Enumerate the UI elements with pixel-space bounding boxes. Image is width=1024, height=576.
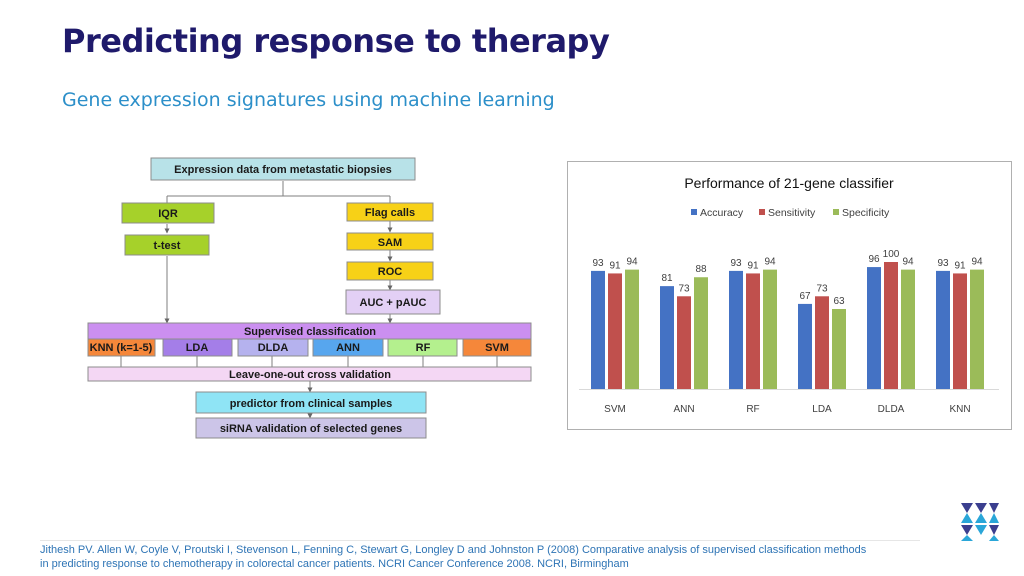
data-label-lda-sensitivity: 73 — [816, 283, 828, 294]
method-lda-label: LDA — [186, 342, 209, 354]
chart-title: Performance of 21-gene classifier — [684, 175, 894, 191]
method-ann-box — [312, 338, 384, 357]
x-tick-label-lda: LDA — [812, 404, 832, 415]
legend-label-sensitivity: Sensitivity — [768, 207, 816, 219]
bar-rf-specificity — [763, 269, 777, 389]
bar-ann-sensitivity — [677, 296, 691, 389]
supervised-classification-box — [87, 322, 532, 340]
bar-rf-accuracy — [729, 270, 743, 389]
ttest-box — [124, 234, 210, 256]
sirna-box — [195, 417, 427, 439]
ttest-label: t-test — [154, 240, 181, 252]
bar-dlda-accuracy — [867, 267, 881, 389]
data-label-dlda-sensitivity: 100 — [883, 249, 900, 260]
bar-svm-sensitivity — [608, 273, 622, 389]
sam-label: SAM — [378, 237, 402, 249]
predictor-label: predictor from clinical samples — [230, 398, 393, 410]
flag-calls-label: Flag calls — [365, 207, 415, 219]
citation: Jithesh PV. Allen W, Coyle V, Proutski I… — [40, 540, 920, 571]
bar-knn-sensitivity — [953, 273, 967, 389]
legend-label-specificity: Specificity — [842, 207, 890, 219]
data-label-rf-accuracy: 93 — [730, 258, 742, 269]
bar-lda-accuracy — [798, 303, 812, 389]
bar-dlda-specificity — [901, 269, 915, 389]
method-svm-label: SVM — [485, 342, 509, 354]
supervised-classification-label: Supervised classification — [244, 326, 376, 338]
data-label-svm-specificity: 94 — [626, 257, 638, 268]
slide-subtitle: Gene expression signatures using machine… — [62, 89, 555, 111]
loocv-label: Leave-one-out cross validation — [229, 369, 391, 381]
chart-legend: Accuracy Sensitivity Specificity — [691, 207, 890, 219]
citation-line-2: in predicting response to chemotherapy i… — [40, 558, 629, 570]
data-label-svm-sensitivity: 91 — [609, 260, 621, 271]
bar-lda-specificity — [832, 308, 846, 389]
expression-data-label: Expression data from metastatic biopsies — [174, 164, 392, 176]
bar-knn-specificity — [970, 269, 984, 389]
x-tick-label-ann: ANN — [673, 404, 694, 415]
roc-box — [346, 261, 434, 281]
bar-ann-accuracy — [660, 286, 674, 389]
data-label-dlda-specificity: 94 — [902, 257, 914, 268]
citation-line-1: Jithesh PV. Allen W, Coyle V, Proutski I… — [40, 544, 867, 556]
institution-logo — [961, 503, 999, 541]
roc-label: ROC — [378, 266, 403, 278]
data-label-ann-accuracy: 81 — [661, 273, 673, 284]
method-svm-box — [462, 338, 532, 357]
x-tick-label-rf: RF — [746, 404, 759, 415]
slide-title: Predicting response to therapy — [62, 22, 610, 60]
predictor-box — [195, 391, 427, 414]
method-knn-box — [87, 338, 156, 357]
x-tick-label-dlda: DLDA — [878, 404, 905, 415]
bar-rf-sensitivity — [746, 273, 760, 389]
performance-chart: Performance of 21-gene classifier Accura… — [567, 161, 1012, 430]
bar-lda-sensitivity — [815, 296, 829, 389]
expression-data-box — [150, 157, 416, 181]
iqr-box — [121, 202, 215, 224]
method-rf-label: RF — [416, 342, 431, 354]
method-dlda-box — [237, 338, 309, 357]
method-lda-box — [162, 338, 233, 357]
data-label-lda-specificity: 63 — [833, 296, 845, 307]
method-dlda-label: DLDA — [258, 342, 289, 354]
method-knn-label: KNN (k=1-5) — [90, 342, 153, 354]
data-label-rf-specificity: 94 — [764, 257, 776, 268]
data-label-knn-accuracy: 93 — [937, 258, 949, 269]
loocv-box — [87, 366, 532, 382]
data-label-ann-specificity: 88 — [695, 264, 707, 275]
legend-swatch-specificity — [833, 209, 839, 215]
data-label-svm-accuracy: 93 — [592, 258, 604, 269]
legend-swatch-sensitivity — [759, 209, 765, 215]
sirna-label: siRNA validation of selected genes — [220, 423, 402, 435]
auc-box — [345, 289, 441, 315]
auc-label: AUC + pAUC — [360, 297, 427, 309]
bar-knn-accuracy — [936, 270, 950, 389]
data-label-knn-sensitivity: 91 — [954, 260, 966, 271]
method-ann-label: ANN — [336, 342, 360, 354]
x-tick-label-knn: KNN — [949, 404, 970, 415]
data-label-lda-accuracy: 67 — [799, 291, 811, 302]
bar-svm-specificity — [625, 269, 639, 389]
bar-dlda-sensitivity — [884, 262, 898, 389]
data-label-rf-sensitivity: 91 — [747, 260, 759, 271]
flag-calls-box — [346, 202, 434, 222]
sam-box — [346, 232, 434, 251]
iqr-label: IQR — [158, 208, 178, 220]
data-label-dlda-accuracy: 96 — [868, 254, 880, 265]
data-label-ann-sensitivity: 73 — [678, 283, 690, 294]
legend-swatch-accuracy — [691, 209, 697, 215]
bar-ann-specificity — [694, 277, 708, 389]
legend-label-accuracy: Accuracy — [700, 207, 744, 219]
data-label-knn-specificity: 94 — [971, 257, 983, 268]
x-tick-label-svm: SVM — [604, 404, 626, 415]
method-rf-box — [387, 338, 458, 357]
bar-svm-accuracy — [591, 270, 605, 389]
